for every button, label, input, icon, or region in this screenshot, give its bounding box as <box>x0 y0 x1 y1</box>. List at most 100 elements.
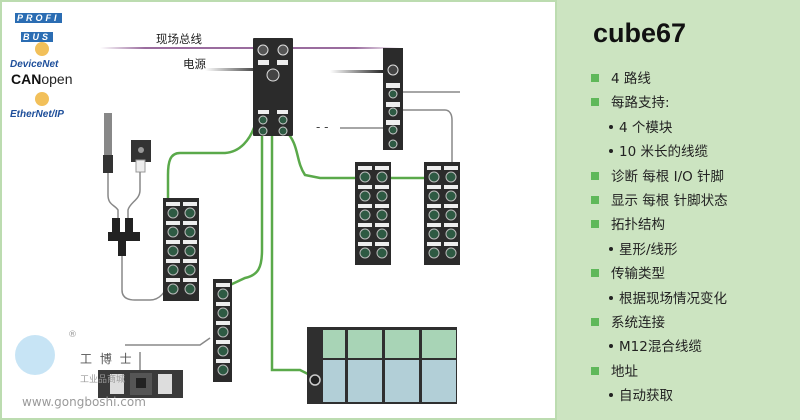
sensors <box>103 113 151 256</box>
port-icon <box>376 190 388 202</box>
ethernetip-globe-icon <box>35 92 49 106</box>
power-cable <box>205 68 265 71</box>
io-module-right <box>424 162 460 265</box>
panel-title: cube67 <box>593 18 687 48</box>
port-icon <box>184 283 196 295</box>
cable-hub-to-modules <box>284 129 430 180</box>
devicenet-text: DeviceNet <box>10 59 59 70</box>
bullet-square-icon <box>591 171 599 180</box>
bullet-dot-icon <box>609 344 613 349</box>
port-icon <box>184 264 196 276</box>
feature-text: M12混合线缆 <box>619 339 702 356</box>
cable-mid-to-bottom <box>125 337 211 346</box>
bullet-square-icon <box>591 74 599 82</box>
port-icon <box>428 171 440 183</box>
feature-text: 拓扑结构 <box>611 217 665 234</box>
devicenet-logo: DeviceNet <box>10 42 59 71</box>
port-icon <box>445 171 457 183</box>
feature-subitem: 10 米长的线缆 <box>591 140 728 164</box>
port-icon <box>167 226 179 238</box>
feature-item: 4 路线 <box>591 67 728 91</box>
power-cable-right <box>330 70 385 73</box>
port-icon <box>167 283 179 295</box>
bullet-square-icon <box>591 317 599 326</box>
port-icon <box>217 364 229 376</box>
feature-text: 地址 <box>611 363 638 380</box>
bullet-dot-icon <box>609 295 613 300</box>
profibus-top-text: PROFI <box>15 13 62 23</box>
network-diagram: - - <box>98 38 460 404</box>
mascot-icon <box>15 335 55 375</box>
ethernetip-text: EtherNet/IP <box>10 109 64 120</box>
feature-subitem: M12混合线缆 <box>591 335 728 359</box>
feature-subitem: 4 个模块 <box>591 116 728 140</box>
fieldbus-cable <box>100 47 400 49</box>
green-cables <box>166 124 430 377</box>
registered-mark: ® <box>68 330 77 340</box>
feature-item: 显示 每根 针脚状态 <box>591 189 728 213</box>
feature-text: 4 路线 <box>611 71 651 87</box>
bullet-square-icon <box>591 220 599 229</box>
profibus-bottom-text: BUS <box>21 32 54 42</box>
watermark-brand: 工 博 士 <box>80 352 134 366</box>
feature-list: 4 路线每路支持: 4 个模块 10 米长的线缆诊断 每根 I/O 针脚显示 每根 … <box>591 67 728 408</box>
port-icon <box>359 228 371 240</box>
feature-text: 每路支持: <box>611 95 670 112</box>
dashes: - - <box>316 120 328 134</box>
bullet-square-icon <box>591 269 599 278</box>
feature-subitem: 根据现场情况变化 <box>591 287 728 311</box>
port-icon <box>184 226 196 238</box>
cable-hub-to-mid-module <box>229 135 264 287</box>
bullet-dot-icon <box>609 393 613 398</box>
feature-text: 传输类型 <box>611 266 665 283</box>
cable-sensor-to-module <box>121 255 171 301</box>
port-icon <box>428 209 440 221</box>
right-tall-module <box>383 48 403 150</box>
feature-text: 自动获取 <box>619 388 673 405</box>
plc-rack <box>307 327 457 404</box>
port-icon <box>376 209 388 221</box>
feature-panel: cube67 4 路线每路支持: 4 个模块 10 米长的线缆诊断 每根 I/O 针… <box>557 0 800 420</box>
port-icon <box>445 190 457 202</box>
io-module-left <box>163 198 199 301</box>
devicenet-globe-icon <box>35 42 49 56</box>
port-icon <box>167 207 179 219</box>
feature-item: 拓扑结构 <box>591 213 728 237</box>
port-icon <box>376 171 388 183</box>
port-icon <box>428 228 440 240</box>
watermark-url: www.gongboshi.com <box>22 395 146 409</box>
bullet-square-icon <box>591 195 599 204</box>
feature-text: 根据现场情况变化 <box>619 290 727 307</box>
profibus-logo: PROFI BUS <box>15 13 62 44</box>
port-icon <box>217 288 229 300</box>
canopen-bold-text: CAN <box>11 71 42 87</box>
feature-item: 传输类型 <box>591 262 728 286</box>
bottom-device <box>98 370 183 398</box>
bullet-dot-icon <box>609 149 613 154</box>
port-icon <box>428 190 440 202</box>
watermark-subtitle: 工业品商城 <box>80 375 126 385</box>
port-icon <box>359 209 371 221</box>
io-module-center <box>355 162 391 265</box>
port-icon <box>445 228 457 240</box>
port-icon <box>359 190 371 202</box>
bullet-dot-icon <box>609 124 613 129</box>
feature-text: 星形/线形 <box>619 241 678 258</box>
port-icon <box>217 345 229 357</box>
feature-text: 10 米长的线缆 <box>619 144 708 161</box>
port-icon <box>184 207 196 219</box>
canopen-logo: CANopen <box>11 71 73 87</box>
canopen-light-text: open <box>41 71 73 87</box>
feature-item: 每路支持: <box>591 91 728 115</box>
port-icon <box>359 247 371 259</box>
bullet-dot-icon <box>609 246 613 251</box>
feature-text: 系统连接 <box>611 314 665 331</box>
feature-text: 显示 每根 针脚状态 <box>611 192 728 209</box>
io-module-narrow <box>213 279 232 382</box>
port-icon <box>167 264 179 276</box>
cable-hub-down <box>270 135 311 377</box>
cable-right-2 <box>400 109 453 180</box>
feature-text: 诊断 每根 I/O 针脚 <box>611 168 725 185</box>
hub-module <box>253 38 293 136</box>
feature-subitem: 自动获取 <box>591 384 728 408</box>
